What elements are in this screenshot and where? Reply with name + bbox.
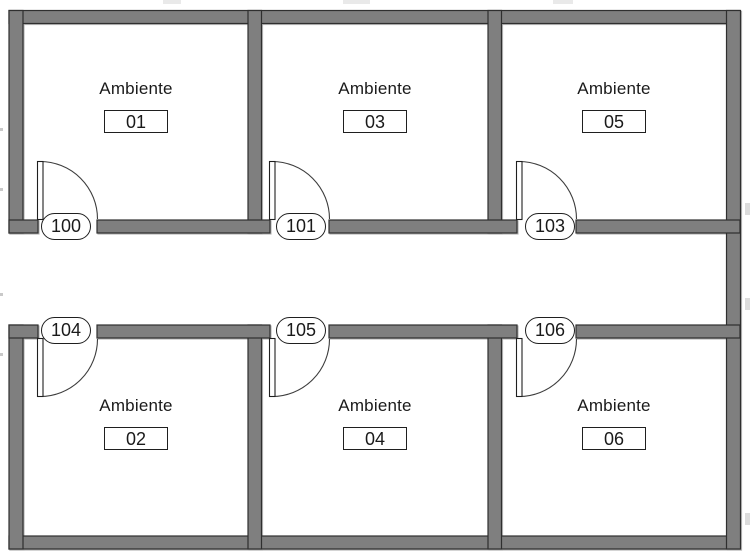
cropped-artifact xyxy=(163,0,181,4)
wall-bottom-exterior[interactable] xyxy=(8,535,741,550)
door-symbol-106[interactable] xyxy=(515,337,578,398)
wall-corridor-top-seg[interactable] xyxy=(328,219,518,234)
room-number-box[interactable]: 02 xyxy=(104,427,168,450)
cropped-artifacts xyxy=(0,0,750,525)
door-tag-103[interactable]: 103 xyxy=(525,213,575,240)
wall-corridor-top-seg[interactable] xyxy=(96,219,271,234)
wall-corridor-top-seg[interactable] xyxy=(575,219,741,234)
room-number-box[interactable]: 03 xyxy=(343,110,407,133)
door-leaf[interactable] xyxy=(268,337,276,398)
room-number: 05 xyxy=(603,112,625,132)
door-tag-105[interactable]: 105 xyxy=(276,317,326,344)
wall-corridor-bottom-seg[interactable] xyxy=(575,324,741,339)
cropped-artifact xyxy=(0,188,3,191)
room-label-05[interactable]: Ambiente 05 xyxy=(544,79,684,133)
room-number-box[interactable]: 01 xyxy=(104,110,168,133)
door-leaf[interactable] xyxy=(515,337,523,398)
cropped-artifact xyxy=(343,0,370,4)
cropped-artifact xyxy=(0,128,3,131)
wall-right-exterior[interactable] xyxy=(725,9,742,550)
room-number-box[interactable]: 05 xyxy=(582,110,646,133)
room-name: Ambiente xyxy=(338,396,412,415)
cropped-artifact xyxy=(0,353,3,356)
door-symbol-104[interactable] xyxy=(36,337,99,398)
wall-divider-top-1[interactable] xyxy=(247,9,263,234)
wall-divider-bottom-1[interactable] xyxy=(247,324,263,550)
door-swing-arc xyxy=(39,338,99,398)
door-symbol-105[interactable] xyxy=(268,337,331,398)
room-name: Ambiente xyxy=(99,79,173,98)
room-name: Ambiente xyxy=(577,79,651,98)
wall-corridor-bottom-seg[interactable] xyxy=(96,324,271,339)
wall-corridor-bottom-seg[interactable] xyxy=(8,324,39,339)
wall-corridor-top-seg[interactable] xyxy=(8,219,39,234)
wall-left-upper[interactable] xyxy=(8,9,24,234)
room-number-box[interactable]: 04 xyxy=(343,427,407,450)
door-swing-arc xyxy=(39,160,99,220)
cropped-artifact xyxy=(553,0,573,4)
room-number-box[interactable]: 06 xyxy=(582,427,646,450)
door-symbol-101[interactable] xyxy=(268,160,331,221)
door-leaf[interactable] xyxy=(515,160,523,221)
door-symbol-103[interactable] xyxy=(515,160,578,221)
room-label-03[interactable]: Ambiente 03 xyxy=(305,79,445,133)
wall-top-exterior[interactable] xyxy=(8,9,741,25)
door-leaf[interactable] xyxy=(36,337,44,398)
cropped-artifact xyxy=(745,203,750,215)
door-tag-101[interactable]: 101 xyxy=(276,213,326,240)
door-tag-106[interactable]: 106 xyxy=(525,317,575,344)
room-number: 03 xyxy=(364,112,386,132)
room-label-04[interactable]: Ambiente 04 xyxy=(305,396,445,450)
room-name: Ambiente xyxy=(338,79,412,98)
door-swing-arc xyxy=(518,338,578,398)
room-label-02[interactable]: Ambiente 02 xyxy=(66,396,206,450)
room-number: 02 xyxy=(125,429,147,449)
room-name: Ambiente xyxy=(577,396,651,415)
room-name: Ambiente xyxy=(99,396,173,415)
wall-divider-bottom-2[interactable] xyxy=(487,324,503,550)
wall-left-lower[interactable] xyxy=(8,324,24,550)
room-label-01[interactable]: Ambiente 01 xyxy=(66,79,206,133)
door-leaf[interactable] xyxy=(268,160,276,221)
wall-divider-top-2[interactable] xyxy=(487,9,503,234)
door-swing-arc xyxy=(518,160,578,220)
walls[interactable] xyxy=(8,9,742,550)
door-swing-arc xyxy=(271,160,331,220)
door-leaf[interactable] xyxy=(36,160,44,221)
cropped-artifact xyxy=(745,298,750,310)
cropped-artifact xyxy=(0,293,3,296)
room-number: 06 xyxy=(603,429,625,449)
door-tag-100[interactable]: 100 xyxy=(41,213,91,240)
room-number: 04 xyxy=(364,429,386,449)
door-symbol-100[interactable] xyxy=(36,160,99,221)
door-tag-104[interactable]: 104 xyxy=(41,317,91,344)
room-label-06[interactable]: Ambiente 06 xyxy=(544,396,684,450)
cropped-artifact xyxy=(745,513,750,525)
room-number: 01 xyxy=(125,112,147,132)
wall-corridor-bottom-seg[interactable] xyxy=(328,324,518,339)
door-swing-arc xyxy=(271,338,331,398)
